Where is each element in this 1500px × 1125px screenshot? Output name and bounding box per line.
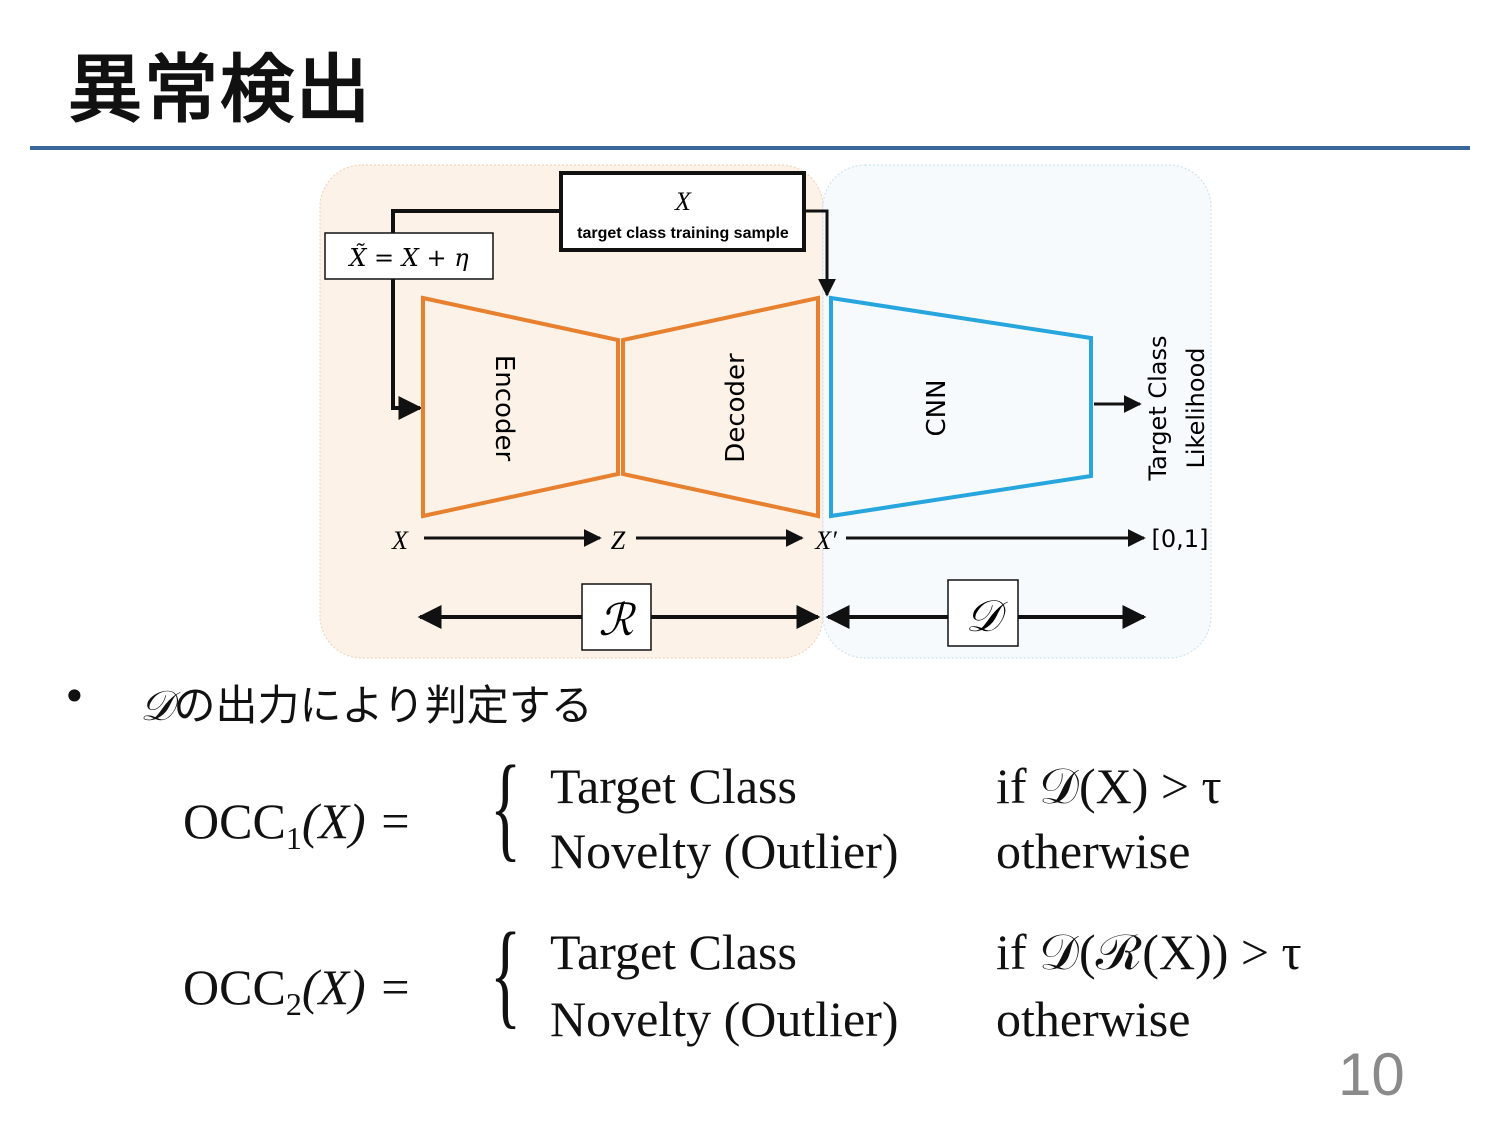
eq2-case1-value: Target Class [550, 924, 797, 980]
eq2-brace: { [490, 908, 522, 1039]
title-divider [30, 146, 1470, 150]
eq1-lhs: OCC1(X) = [183, 793, 412, 856]
encoder-label: Encoder [489, 355, 519, 462]
bullet-text-wrap: 𝒟の出力により判定する [140, 672, 593, 733]
encoder-shape [421, 295, 620, 519]
eq1-case2-cond: otherwise [996, 823, 1191, 879]
eq2-lhs: OCC2(X) = [183, 959, 412, 1022]
eq1-case1-cond: if 𝒟(X) > τ [996, 758, 1222, 814]
eq1-case2-value: Novelty (Outlier) [550, 823, 899, 879]
slide-title: 異常検出 [68, 47, 372, 133]
page-number: 10 [1338, 1041, 1405, 1108]
d-label-box [947, 579, 1019, 647]
axis-xprime-label: X′ [814, 526, 837, 555]
cnn-label: CNN [922, 379, 952, 436]
r-label: ℛ [598, 595, 636, 646]
bullet-text: の出力により判定する [173, 681, 593, 730]
eq1-case1-value: Target Class [550, 758, 797, 814]
noise-eq: X̃ = X + η [347, 244, 469, 272]
output-label-line2: Likelihood [1182, 348, 1210, 469]
noise-path-line [391, 209, 561, 420]
d-region [822, 164, 1212, 659]
decoder-shape [621, 295, 820, 519]
cnn-shape [829, 295, 1093, 519]
training-sample-var: X [674, 187, 692, 216]
eq2-case1-cond: if 𝒟(ℛ(X)) > τ [996, 924, 1302, 980]
architecture-diagram: X target class training sample X̃ = X + … [319, 164, 1212, 659]
bullet-math-prefix: 𝒟 [140, 681, 174, 730]
axis-range-label: [0,1] [1152, 525, 1209, 553]
eq2-case2-cond: otherwise [996, 991, 1191, 1047]
axis-z-label: Z [611, 526, 626, 555]
decoder-label: Decoder [721, 353, 751, 463]
axis-x-label: X [391, 526, 409, 555]
bullet-symbol: • [62, 672, 87, 721]
training-sample-box [559, 171, 806, 252]
noise-eq-box [324, 232, 494, 280]
eq1-brace: { [490, 741, 522, 872]
r-label-box [581, 583, 652, 651]
training-sample-caption: target class training sample [577, 225, 789, 242]
output-label-line1: Target Class [1144, 335, 1172, 481]
eq2-case2-value: Novelty (Outlier) [550, 991, 899, 1047]
direct-path-line [804, 209, 836, 297]
